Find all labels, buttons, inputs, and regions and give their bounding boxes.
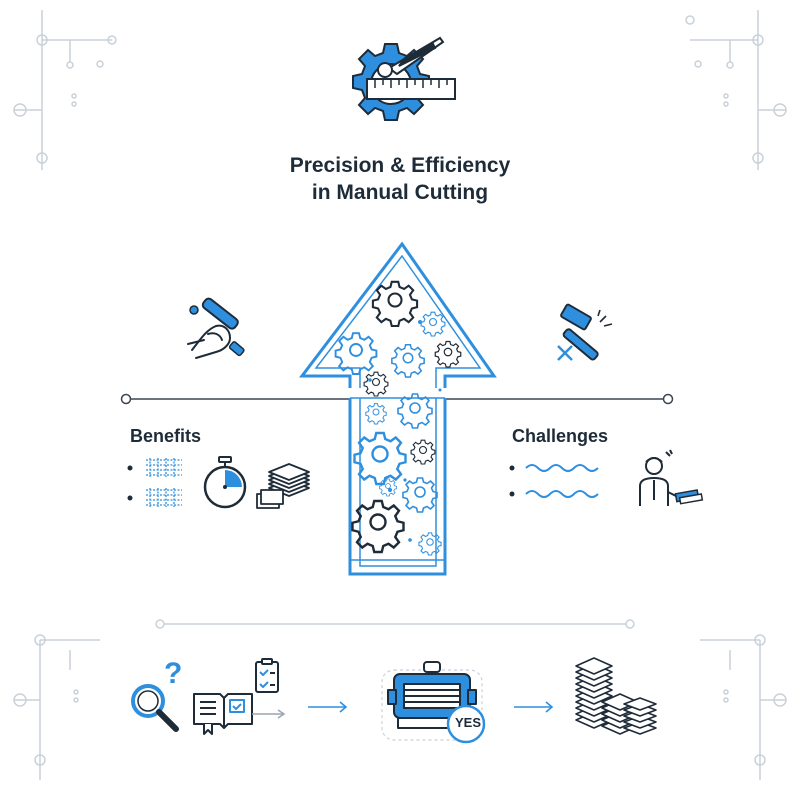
svg-text:?: ? <box>164 657 182 690</box>
paper-stack-icon <box>256 463 310 509</box>
benefits-list <box>127 458 182 507</box>
stacked-output-icon <box>575 657 657 735</box>
challenges-list <box>509 464 599 498</box>
hand-cutter-icon <box>187 297 245 359</box>
page-title: Precision & Efficiency in Manual Cutting <box>0 154 800 205</box>
cutting-machine-icon <box>381 661 486 744</box>
manual-checklist-icon <box>193 658 286 735</box>
arrow-right-icon <box>308 701 348 713</box>
title-line-1: Precision & Efficiency <box>289 154 511 177</box>
challenges-label: Challenges <box>512 426 609 446</box>
gear-scissors-ruler-icon <box>352 36 456 121</box>
machine-badge-text: YES <box>454 715 481 730</box>
up-arrow-gears <box>298 241 497 576</box>
stopwatch-icon <box>203 456 247 509</box>
title-line-2: in Manual Cutting <box>311 181 489 204</box>
worker-icon <box>639 449 704 506</box>
arrow-right-icon-2 <box>514 701 554 713</box>
benefits-label: Benefits <box>130 426 202 446</box>
hammer-icon <box>557 303 613 361</box>
magnifier-question-icon: ? <box>131 657 182 732</box>
